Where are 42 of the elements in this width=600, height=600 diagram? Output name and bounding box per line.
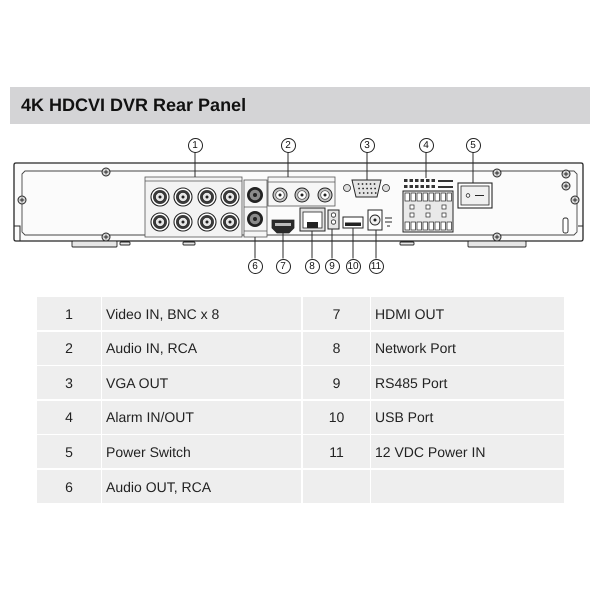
callout-number: 10 <box>346 258 360 274</box>
power-jack <box>368 210 382 230</box>
reference-number: 2 <box>65 340 73 356</box>
callout-number: 7 <box>276 258 290 274</box>
port-description: 12 VDC Power IN <box>375 444 486 460</box>
reference-number: 7 <box>332 306 340 322</box>
reference-number: 10 <box>328 409 344 426</box>
port-description: USB Port <box>375 409 434 426</box>
port-description: RS485 Port <box>375 374 448 391</box>
port-description: HDMI OUT <box>375 306 444 322</box>
reference-number: 6 <box>65 478 73 494</box>
terminal-connector <box>328 210 340 230</box>
callout-number: 2 <box>280 138 296 152</box>
callout-number: 8 <box>304 258 320 274</box>
leader-line <box>352 228 354 259</box>
port-description: Power Switch <box>106 444 191 460</box>
port-description: Video IN, BNC x 8 <box>106 306 220 322</box>
callout-number: 3 <box>360 138 374 152</box>
reference-number: 9 <box>332 374 340 391</box>
leader-line <box>282 232 284 259</box>
reference-number: 8 <box>332 340 340 356</box>
diagram-title: 4K HDCVI DVR Rear Panel <box>21 95 246 116</box>
callout-number: 5 <box>466 138 480 152</box>
hdmi-port <box>272 220 294 234</box>
usb-port <box>342 216 364 228</box>
port-description: Alarm IN/OUT <box>106 409 194 426</box>
ethernet-port <box>300 208 326 232</box>
port-description: Audio IN, RCA <box>106 340 198 356</box>
callout-number: 1 <box>188 138 202 152</box>
port-description: Audio OUT, RCA <box>106 478 212 494</box>
reference-number: 3 <box>65 374 73 391</box>
reference-number: 4 <box>65 409 73 426</box>
reference-number: 5 <box>65 444 73 460</box>
callout-number: 9 <box>324 258 340 274</box>
reference-number: 1 <box>65 306 73 322</box>
port-description: Network Port <box>375 340 456 356</box>
callout-number: 6 <box>248 258 262 274</box>
callout-number: 11 <box>368 258 384 274</box>
port-description: VGA OUT <box>106 374 168 391</box>
leader-line <box>254 236 256 259</box>
reference-number: 11 <box>329 444 344 460</box>
callout-number: 4 <box>418 138 434 152</box>
